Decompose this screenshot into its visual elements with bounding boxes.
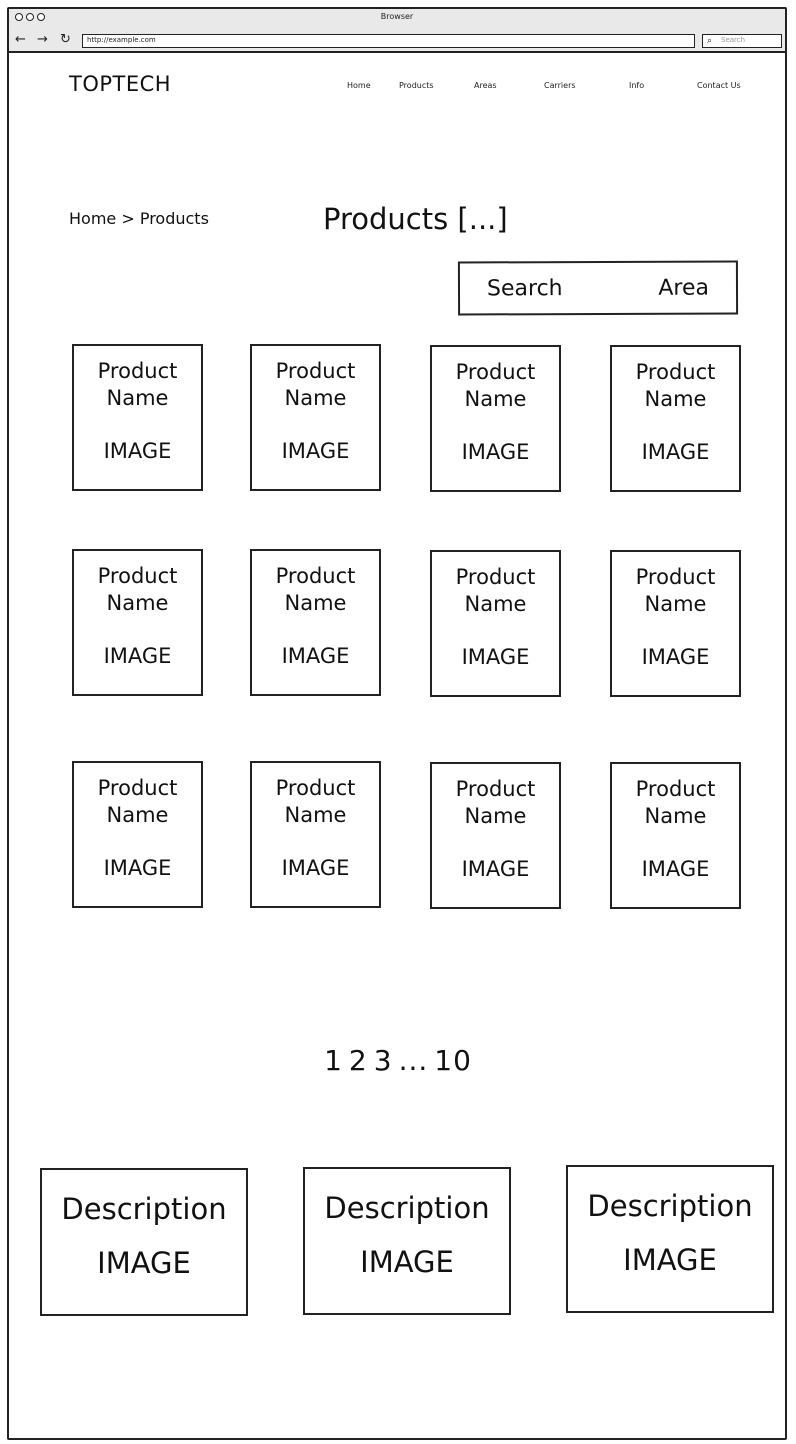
- description-title: Description: [324, 1191, 490, 1225]
- browser-toolbar: ← → ↻ http://example.com ⌕ Search: [9, 31, 785, 53]
- description-card[interactable]: Description IMAGE: [566, 1165, 774, 1313]
- browser-search-placeholder: Search: [721, 36, 746, 44]
- product-image: IMAGE: [461, 857, 530, 881]
- page-link-1[interactable]: 1: [324, 1044, 343, 1077]
- nav-item-products[interactable]: Products: [399, 81, 434, 90]
- nav-item-areas[interactable]: Areas: [474, 81, 497, 90]
- product-image: IMAGE: [461, 645, 530, 669]
- search-area-box[interactable]: Search Area: [457, 260, 739, 316]
- browser-search-input[interactable]: ⌕ Search: [702, 34, 782, 48]
- page-ellipsis: ...: [398, 1044, 429, 1077]
- nav-item-home[interactable]: Home: [347, 81, 371, 90]
- window-dot-icon[interactable]: [26, 13, 34, 21]
- title-bar: Browser: [9, 9, 785, 32]
- description-title: Description: [587, 1189, 753, 1223]
- reload-icon[interactable]: ↻: [60, 32, 71, 47]
- product-image: IMAGE: [461, 440, 530, 464]
- area-label: Area: [658, 275, 710, 301]
- product-image: IMAGE: [281, 856, 350, 880]
- browser-window: Browser ← → ↻ http://example.com ⌕ Searc…: [7, 7, 787, 1440]
- forward-arrow-icon[interactable]: →: [37, 32, 48, 47]
- product-image: IMAGE: [281, 439, 350, 463]
- description-card[interactable]: Description IMAGE: [40, 1168, 248, 1316]
- page-link-2[interactable]: 2: [348, 1044, 368, 1077]
- product-image: IMAGE: [103, 856, 172, 880]
- search-icon: ⌕: [707, 36, 713, 46]
- page-title: Products [...]: [323, 202, 508, 236]
- product-image: IMAGE: [281, 644, 350, 668]
- search-label: Search: [486, 276, 563, 302]
- page-link-3[interactable]: 3: [373, 1044, 393, 1077]
- description-card[interactable]: Description IMAGE: [303, 1167, 511, 1315]
- window-title: Browser: [380, 12, 414, 21]
- window-dot-icon[interactable]: [37, 13, 45, 21]
- product-image: IMAGE: [103, 644, 172, 668]
- nav-item-contact-us[interactable]: Contact Us: [697, 81, 741, 90]
- window-controls: [15, 13, 45, 21]
- back-arrow-icon[interactable]: ←: [15, 32, 26, 47]
- product-image: IMAGE: [641, 857, 710, 881]
- breadcrumb[interactable]: Home > Products: [69, 209, 209, 228]
- description-title: Description: [61, 1192, 227, 1226]
- page-link-10[interactable]: 10: [434, 1044, 472, 1077]
- description-image: IMAGE: [360, 1245, 454, 1279]
- nav-item-carriers[interactable]: Carriers: [544, 81, 576, 90]
- description-image: IMAGE: [623, 1243, 717, 1277]
- site-logo[interactable]: TOPTECH: [69, 72, 172, 96]
- nav-item-info[interactable]: Info: [629, 81, 645, 90]
- product-image: IMAGE: [103, 439, 172, 463]
- address-bar[interactable]: http://example.com: [82, 34, 695, 48]
- window-dot-icon[interactable]: [15, 13, 23, 21]
- product-image: IMAGE: [641, 440, 710, 464]
- description-image: IMAGE: [97, 1246, 191, 1280]
- product-image: IMAGE: [641, 645, 710, 669]
